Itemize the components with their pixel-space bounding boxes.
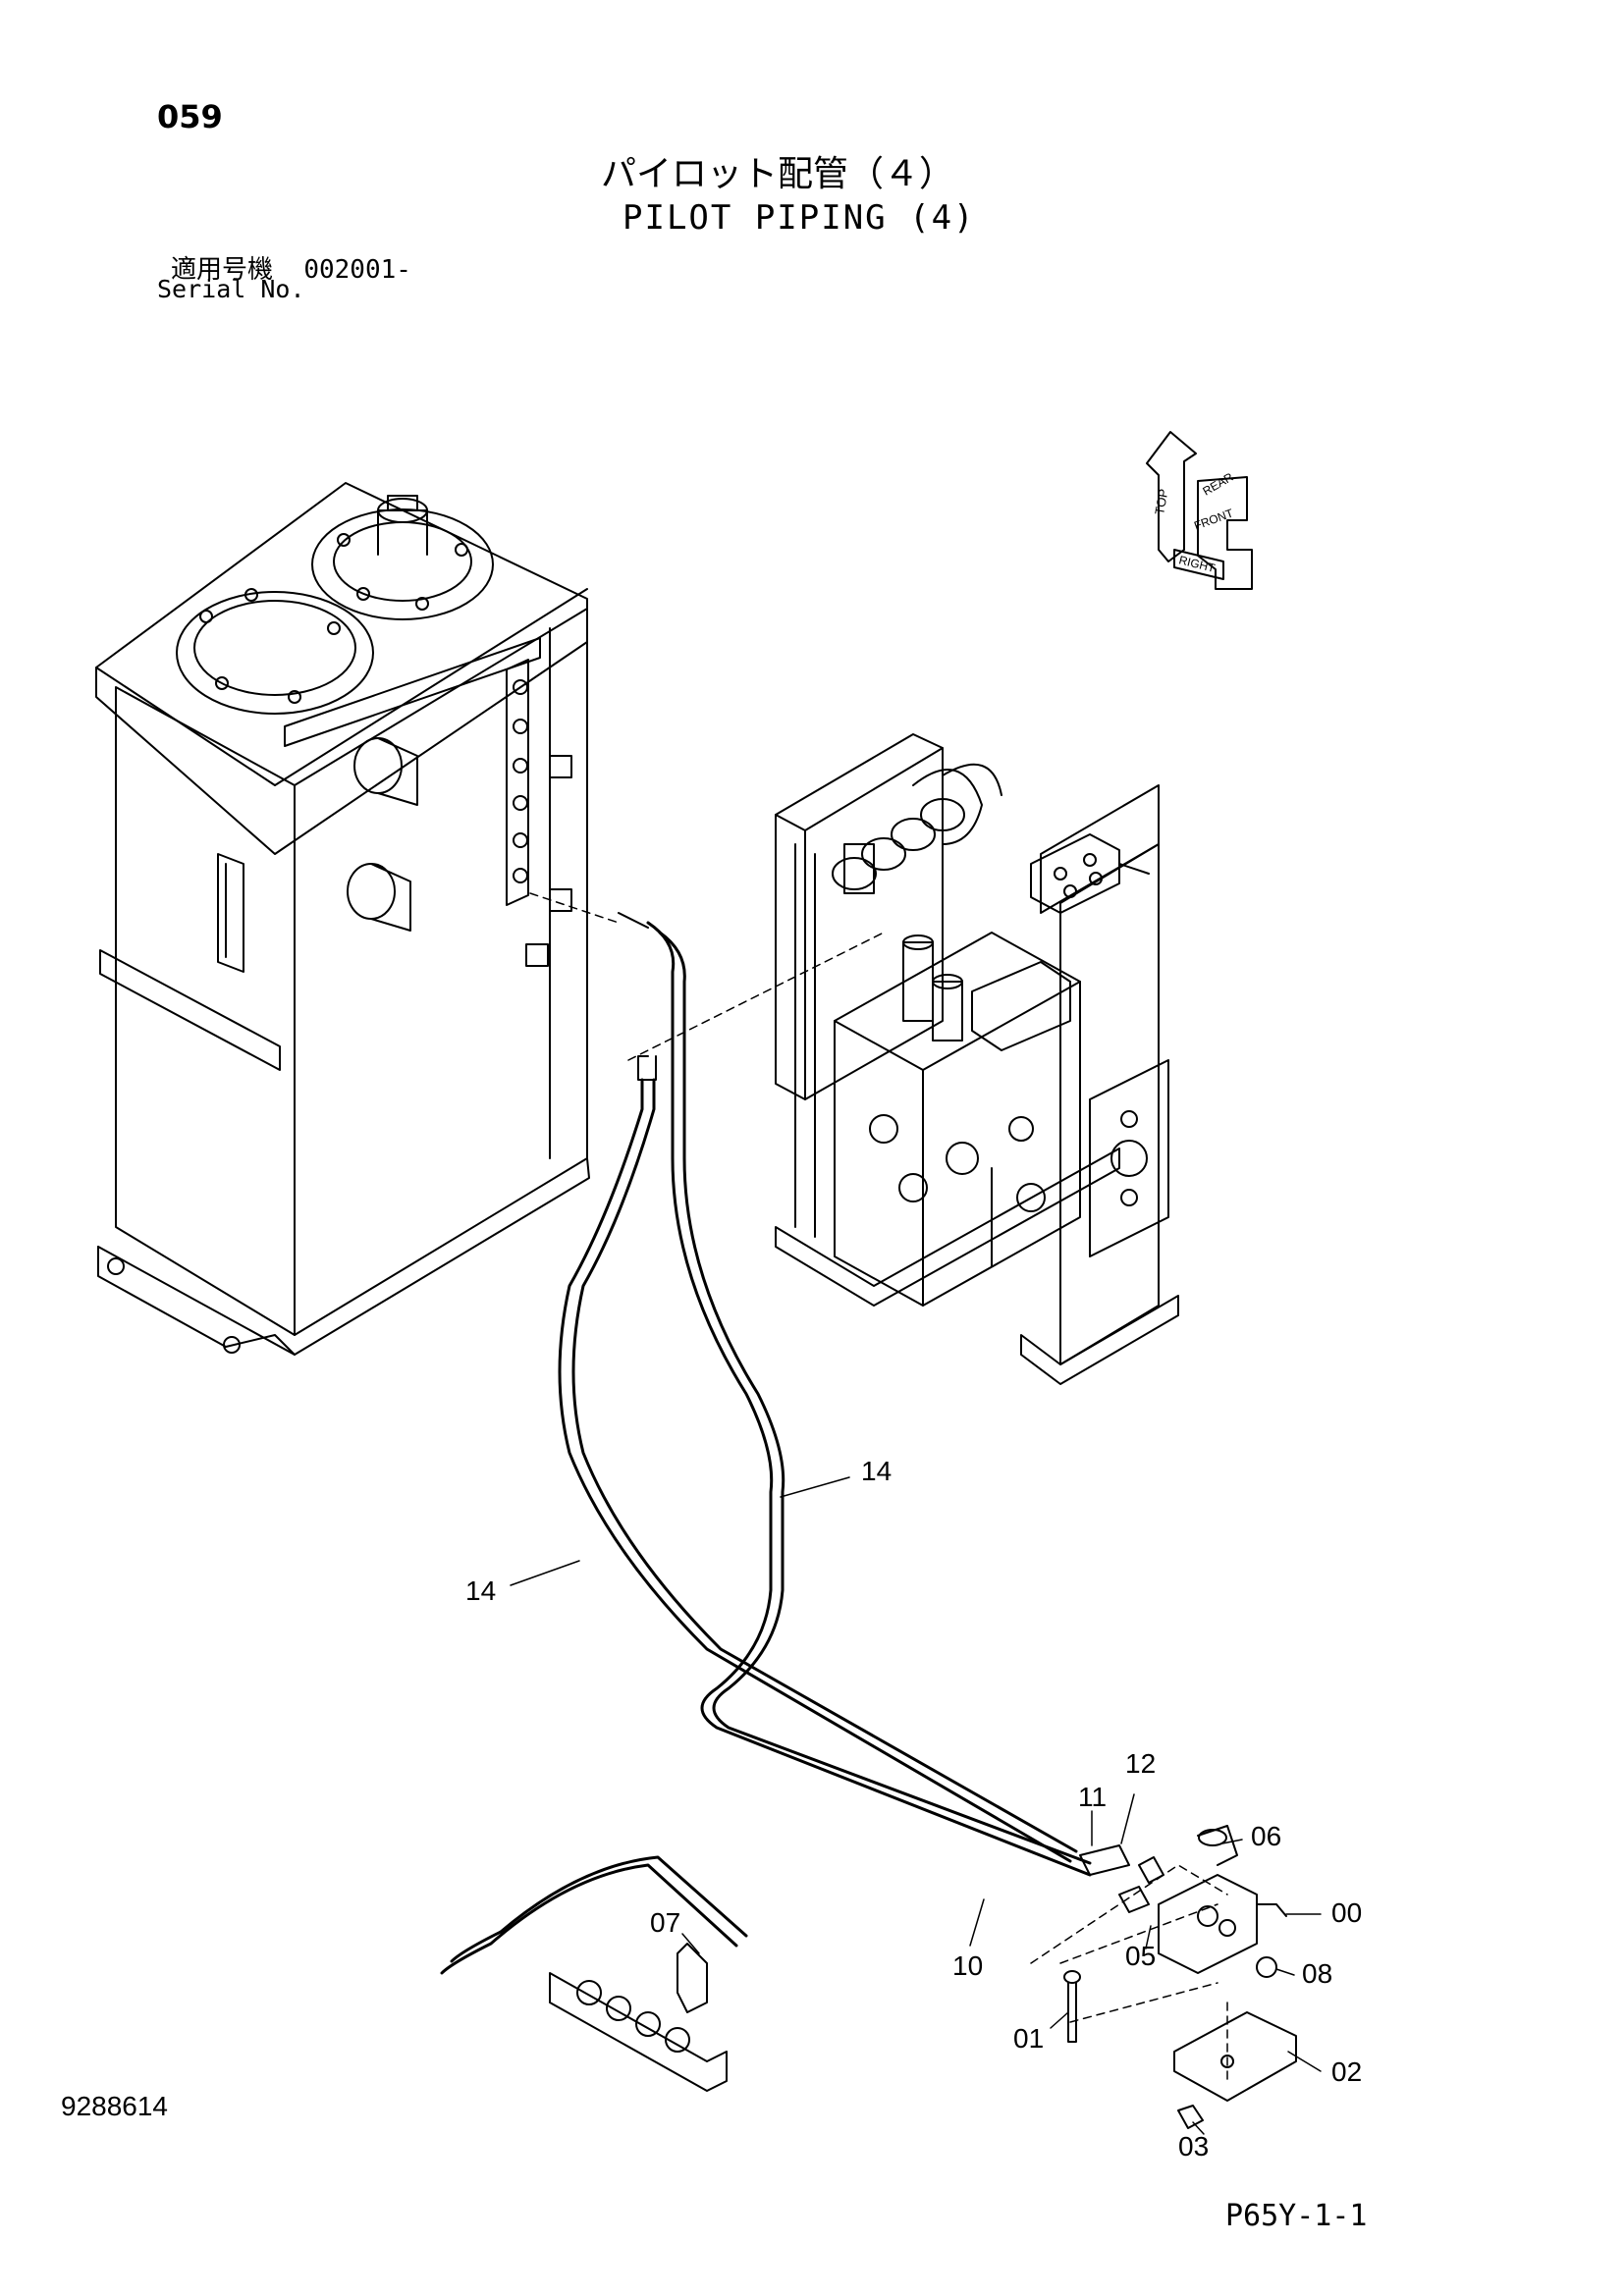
callout-02: 02: [1331, 2056, 1362, 2087]
pressure-switch-block: [549, 1825, 1297, 2129]
callout-labels: 14 14 11 12 06 00 07 10 05 08 01 02 03: [465, 1456, 1362, 2162]
orientation-top-label: TOP: [1152, 488, 1170, 516]
callout-00: 00: [1331, 1897, 1362, 1928]
serial-value: 002001-: [303, 255, 411, 285]
callout-06: 06: [1251, 1821, 1281, 1851]
orientation-rear-label: REAR: [1201, 470, 1236, 499]
page-title-japanese: パイロット配管（４）: [601, 154, 955, 194]
callout-leaders: [510, 1476, 1322, 2135]
orientation-indicator: TOP REAR FRONT RIGHT: [1146, 431, 1253, 590]
serial-label-japanese: 適用号機 002001-: [171, 249, 411, 286]
serial-label: 適用号機: [171, 255, 274, 285]
control-valve-assembly: [775, 733, 1179, 1385]
callout-05: 05: [1125, 1941, 1156, 1971]
callout-11: 11: [1078, 1782, 1107, 1812]
callout-10: 10: [952, 1950, 983, 1981]
hydraulic-tank: [95, 482, 590, 1356]
page-code: P65Y-1-1: [1225, 2199, 1368, 2233]
document-id: 9288614: [61, 2091, 169, 2121]
callout-12: 12: [1125, 1748, 1156, 1779]
page-number: 059: [157, 98, 223, 135]
serial-label-english: Serial No.: [157, 275, 305, 303]
dashed-leaders: [529, 892, 1228, 2082]
callout-01: 01: [1013, 2023, 1044, 2054]
callout-07: 07: [650, 1907, 680, 1938]
callout-08: 08: [1302, 1958, 1332, 1989]
callout-14-right: 14: [861, 1456, 892, 1486]
callout-14-left: 14: [465, 1575, 496, 1606]
page-title-english: PILOT PIPING (4): [623, 198, 976, 238]
callout-03: 03: [1178, 2131, 1209, 2162]
pilot-hoses: [440, 912, 1092, 1975]
